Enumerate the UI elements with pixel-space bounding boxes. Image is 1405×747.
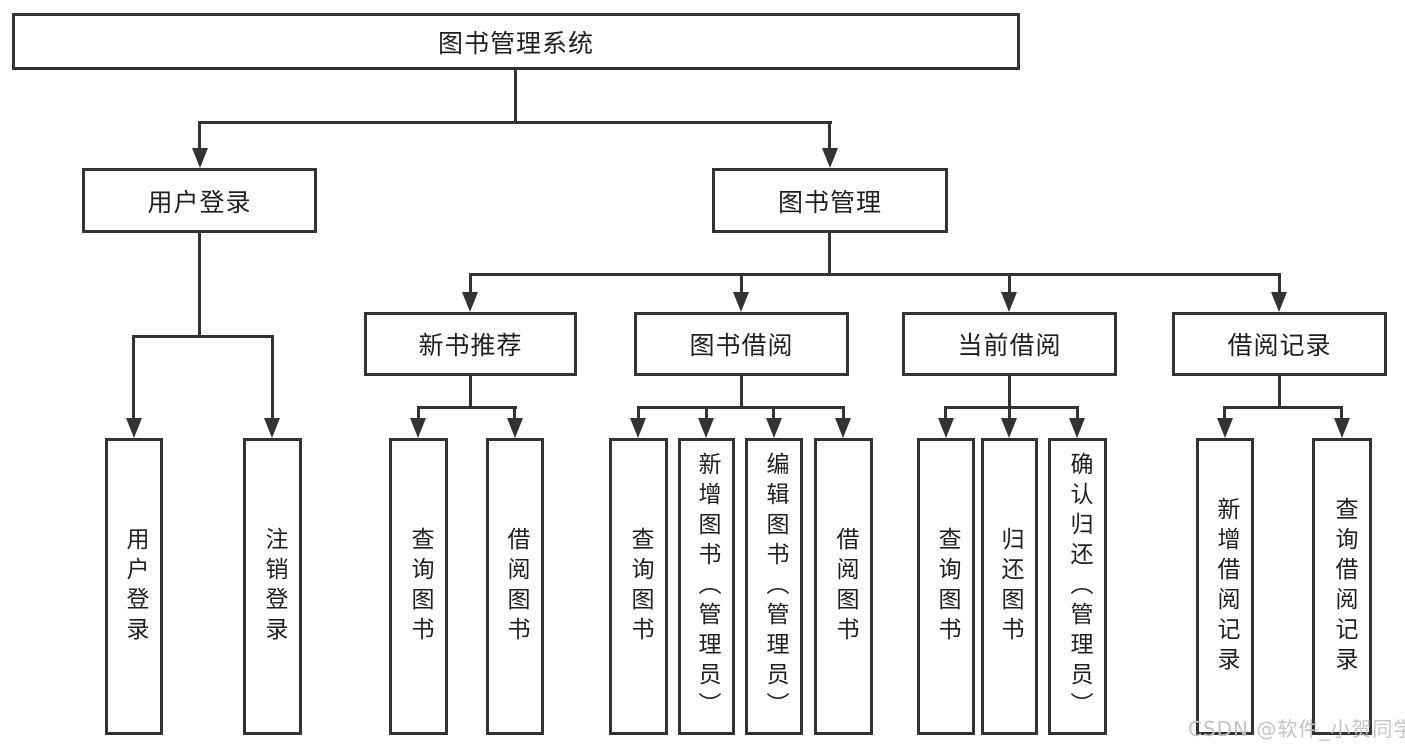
connector-line (132, 335, 274, 338)
arrow-down-icon (507, 418, 523, 438)
leaf-add-borrow-record: 新增借阅记录 (1196, 438, 1254, 735)
leaf-query-borrow-record: 查询借阅记录 (1312, 438, 1372, 735)
arrow-down-icon (766, 418, 782, 438)
connector-line (198, 121, 832, 124)
connector-line (1278, 273, 1281, 295)
connector-line (772, 406, 775, 420)
leaf-borrow-books-newrec: 借阅图书 (486, 438, 544, 735)
leaf-query-books-current: 查询图书 (917, 438, 975, 735)
arrow-down-icon (938, 418, 954, 438)
arrow-down-icon (630, 418, 646, 438)
connector-line (469, 273, 1281, 276)
arrow-down-icon (733, 292, 749, 312)
arrow-down-icon (1271, 292, 1287, 312)
leaf-return-book: 归还图书 (981, 438, 1038, 735)
arrow-down-icon (1217, 418, 1233, 438)
arrow-down-icon (1069, 418, 1085, 438)
csdn-watermark: CSDN @软件_小贺同学 (1188, 717, 1405, 741)
connector-line (417, 406, 420, 420)
connector-line (1340, 406, 1343, 420)
arrow-down-icon (126, 418, 142, 438)
node-book-borrowing: 图书借阅 (634, 312, 849, 376)
leaf-query-books-newrec: 查询图书 (389, 438, 448, 735)
leaf-logout-login: 注销登录 (243, 438, 302, 735)
connector-line (1008, 273, 1011, 295)
node-user-login: 用户登录 (82, 168, 317, 233)
leaf-confirm-return-admin: 确认归还（管理员） (1048, 438, 1107, 735)
connector-line (198, 233, 201, 338)
connector-line (637, 406, 640, 420)
connector-line (842, 406, 845, 420)
arrow-down-icon (1334, 418, 1350, 438)
connector-line (828, 121, 831, 151)
arrow-down-icon (192, 148, 208, 168)
node-library-management-system: 图书管理系统 (12, 13, 1020, 70)
arrow-down-icon (462, 292, 478, 312)
connector-line (637, 406, 845, 409)
arrow-down-icon (822, 148, 838, 168)
leaf-edit-book-admin: 编辑图书（管理员） (745, 438, 803, 735)
arrow-down-icon (835, 418, 851, 438)
node-borrowing-records: 借阅记录 (1172, 312, 1387, 376)
connector-line (271, 335, 274, 420)
connector-line (944, 406, 1079, 409)
connector-line (514, 70, 517, 123)
connector-line (740, 273, 743, 295)
connector-line (1278, 376, 1281, 409)
node-book-management: 图书管理 (712, 168, 948, 233)
node-current-borrowing: 当前借阅 (902, 312, 1117, 376)
leaf-borrow-books-borrowing: 借阅图书 (814, 438, 873, 735)
connector-line (1008, 376, 1011, 409)
arrow-down-icon (1001, 292, 1017, 312)
leaf-query-books-borrowing: 查询图书 (609, 438, 668, 735)
connector-line (705, 406, 708, 420)
connector-line (513, 406, 516, 420)
connector-line (469, 273, 472, 295)
connector-line (1223, 406, 1343, 409)
arrow-down-icon (698, 418, 714, 438)
connector-line (828, 233, 831, 275)
node-new-book-recommendation: 新书推荐 (364, 312, 577, 376)
arrow-down-icon (264, 418, 280, 438)
connector-line (198, 121, 201, 151)
arrow-down-icon (1001, 418, 1017, 438)
connector-line (944, 406, 947, 420)
connector-line (1223, 406, 1226, 420)
connector-line (132, 335, 135, 420)
connector-line (469, 376, 472, 409)
connector-line (417, 406, 517, 409)
leaf-add-book-admin: 新增图书（管理员） (678, 438, 735, 735)
connector-line (740, 376, 743, 409)
connector-line (1008, 406, 1011, 420)
connector-line (1076, 406, 1079, 420)
arrow-down-icon (410, 418, 426, 438)
leaf-user-login: 用户登录 (105, 438, 163, 735)
